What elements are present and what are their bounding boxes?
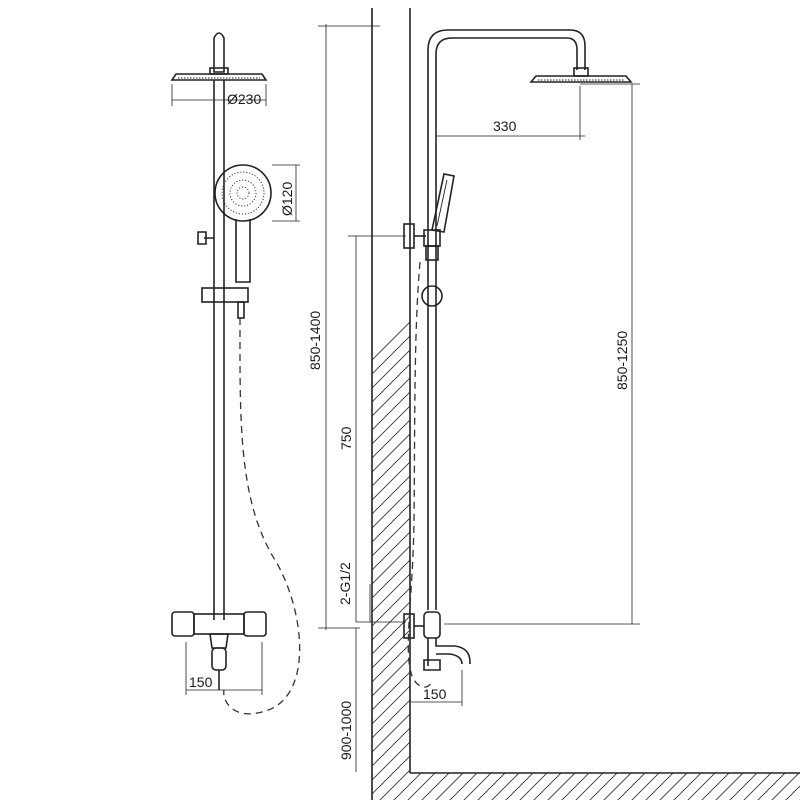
wall-hatch-line — [372, 8, 800, 800]
wall-hatch-line — [541, 8, 800, 800]
hand-shower — [214, 164, 272, 283]
wall-hatch-line — [681, 8, 800, 800]
wall-hatch-line — [527, 8, 800, 800]
wall-hatch-line — [372, 8, 800, 800]
wall-hatch-line — [372, 8, 761, 800]
wall-hatch-line — [372, 8, 800, 800]
wall-hatch-line — [372, 8, 800, 800]
wall-hatch-line — [372, 8, 747, 800]
wall-hatch-line — [372, 8, 800, 800]
overhead-shower-side — [529, 75, 633, 83]
dim-side-outlet-spacing: 150 — [423, 686, 447, 702]
wall-hatch-line — [667, 8, 800, 800]
dim-overhead-diameter: Ø230 — [227, 91, 261, 107]
wall-hatch-line — [372, 8, 800, 800]
spout — [427, 638, 471, 666]
wall-hatch-line — [555, 8, 800, 800]
wall-hatch-line — [695, 8, 800, 800]
wall-hatch-line — [569, 8, 800, 800]
slider-holder — [201, 287, 249, 303]
wall-hatch-line — [737, 8, 800, 800]
wall-hatch-line — [372, 8, 800, 800]
wall-hatch-line — [372, 8, 800, 800]
front-view: Ø230 Ø120 150 — [170, 32, 301, 715]
wall-hatch-line — [583, 8, 800, 800]
wall-hatch-line — [751, 8, 800, 800]
wall-hatch-line — [372, 8, 733, 800]
wall-hatch-line — [372, 8, 800, 800]
wall-hatch-line — [372, 8, 800, 800]
wall-hatch-line — [793, 8, 800, 800]
wall-hatch-line — [387, 8, 800, 800]
wall-hatch-line — [625, 8, 800, 800]
wall-hatch-line — [611, 8, 800, 800]
wall-hatch-line — [372, 8, 800, 800]
wall-hatch-line — [415, 8, 800, 800]
dim-mixer-height: 900-1000 — [338, 701, 354, 760]
wall-hatch-line — [709, 8, 800, 800]
wall-hatch-line — [372, 8, 800, 800]
wall-hatch-line — [373, 8, 800, 800]
wall-hatch-line — [765, 8, 800, 800]
thermostatic-mixer — [171, 611, 267, 690]
dim-inlet-thread: 2-G1/2 — [337, 562, 353, 605]
dim-bracket-height: 750 — [338, 426, 354, 450]
wall-hatch-line — [372, 8, 800, 800]
dim-total-height: 850-1400 — [307, 311, 323, 370]
wall-hatch-line — [513, 8, 800, 800]
riser-side — [427, 29, 586, 610]
wall-hatch-line — [471, 8, 800, 800]
wall-hatch-line — [485, 8, 800, 800]
wall-hatch-line — [499, 8, 800, 800]
wall-hatch-line — [372, 8, 800, 800]
slider-side — [421, 285, 443, 307]
hose-side — [407, 261, 433, 688]
mixer-side — [423, 611, 441, 639]
wall-hatch-line — [597, 8, 800, 800]
hose-front — [223, 317, 301, 715]
wall-hatch-line — [639, 8, 800, 800]
overhead-shower-head — [170, 73, 268, 81]
dim-front-outlet-spacing: 150 — [189, 674, 213, 690]
wall-hatch-line — [723, 8, 800, 800]
wall-hatch-line — [779, 8, 800, 800]
dim-hand-shower-diameter: Ø120 — [279, 182, 295, 216]
wall-hatch-line — [372, 8, 800, 800]
wall-hatch-line — [372, 8, 800, 800]
side-view: 330 850-1250 750 2-G1/2 900-1000 150 — [337, 29, 640, 772]
dim-arm-reach: 330 — [493, 118, 517, 134]
wall-hatch-line — [372, 8, 800, 800]
wall-hatch-line — [372, 8, 800, 800]
dim-shower-height: 850-1250 — [614, 331, 630, 390]
wall-hatch-line — [429, 8, 800, 800]
wall-hatch-line — [372, 8, 775, 800]
height-dimension: 850-1400 — [307, 24, 380, 630]
wall-hatch-line — [653, 8, 800, 800]
